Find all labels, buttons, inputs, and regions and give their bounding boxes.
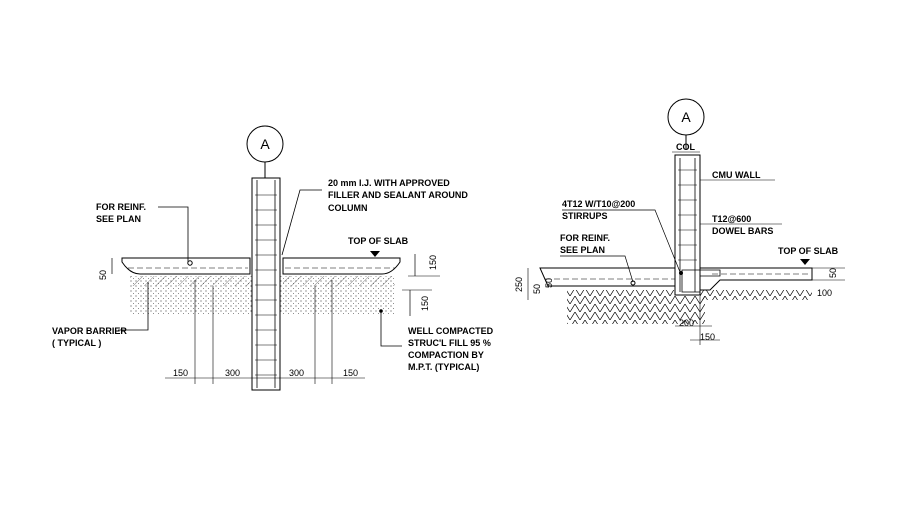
dim-50a: 50	[532, 284, 542, 294]
stirrups-label-1: 4T12 W/T10@200	[562, 199, 635, 209]
stirrups-label-2: STIRRUPS	[562, 211, 608, 221]
grid-tag-label: A	[260, 136, 270, 152]
top-of-slab-label: TOP OF SLAB	[348, 236, 409, 246]
fill-leader	[380, 311, 402, 347]
dim-slab-thk: 50	[98, 270, 108, 280]
fill-note-3: COMPACTION BY	[408, 350, 484, 360]
dim-50b: 50	[544, 278, 554, 288]
reinf-note-1: FOR REINF.	[96, 202, 146, 212]
vapor-barrier-label: VAPOR BARRIER	[52, 326, 127, 336]
dim-150: 150	[700, 332, 715, 342]
dim-d4: 150	[343, 368, 358, 378]
fill-note-4: M.P.T. (TYPICAL)	[408, 362, 479, 372]
slab-left	[121, 257, 251, 275]
joint-note-3: COLUMN	[328, 203, 368, 213]
stirrups-leader	[562, 209, 681, 273]
dim-100: 100	[817, 288, 832, 298]
fill-note-2: STRUC'L FILL 95 %	[408, 338, 491, 348]
col-label: COL	[676, 142, 696, 152]
subgrade-hatch-right	[700, 290, 812, 300]
subgrade-hatch-left	[567, 290, 677, 324]
column-ties	[255, 194, 277, 376]
vapor-barrier-hatch-right	[283, 276, 395, 286]
joint-leader	[281, 189, 322, 256]
reinf-leader-right	[560, 255, 634, 283]
dim-d1: 150	[173, 368, 188, 378]
dim-slab-depth: 150	[428, 255, 438, 270]
top-of-slab-marker	[370, 251, 380, 257]
reinf-note-right-2: SEE PLAN	[560, 245, 605, 255]
fill-note-1: WELL COMPACTED	[408, 326, 494, 336]
right-detail: A COL CMU WALL T12@600 DOWEL BARS	[514, 98, 845, 345]
cmu-wall-label: CMU WALL	[712, 170, 761, 180]
dim-fill-depth: 150	[420, 296, 430, 311]
vapor-barrier-hatch	[130, 276, 250, 286]
reinf-leader	[158, 206, 189, 262]
stirrups	[678, 169, 697, 261]
top-of-slab-label-right: TOP OF SLAB	[778, 246, 839, 256]
reinf-bar	[187, 260, 193, 266]
vapor-barrier-typical: ( TYPICAL )	[52, 338, 101, 348]
dim-50c: 50	[828, 268, 838, 278]
slab-right	[282, 257, 401, 275]
dim-lines	[165, 280, 365, 384]
dim-d2: 300	[225, 368, 240, 378]
top-of-slab-marker-right	[800, 259, 810, 265]
dowel-bars-label-2: DOWEL BARS	[712, 226, 773, 236]
slab-left-right-detail	[539, 267, 681, 287]
reinf-note-right-1: FOR REINF.	[560, 233, 610, 243]
grid-tag-label-right: A	[681, 109, 691, 125]
joint-note-2: FILLER AND SEALANT AROUND	[328, 190, 468, 200]
joint-note-1: 20 mm I.J. WITH APPROVED	[328, 178, 450, 188]
dowel-bars-label-1: T12@600	[712, 214, 751, 224]
cmu-wall	[674, 154, 701, 296]
dim-200: 200	[679, 318, 694, 328]
dim-d3: 300	[289, 368, 304, 378]
dim-250: 250	[514, 277, 524, 292]
reinf-note-2: SEE PLAN	[96, 214, 141, 224]
slab-right-right-detail	[699, 267, 813, 291]
dowel-bar	[681, 269, 721, 293]
vapor-leader	[118, 282, 149, 331]
footing-hatch	[677, 296, 705, 324]
left-detail: A 20 mm I.J. WITH APPROVED FI	[52, 125, 494, 391]
